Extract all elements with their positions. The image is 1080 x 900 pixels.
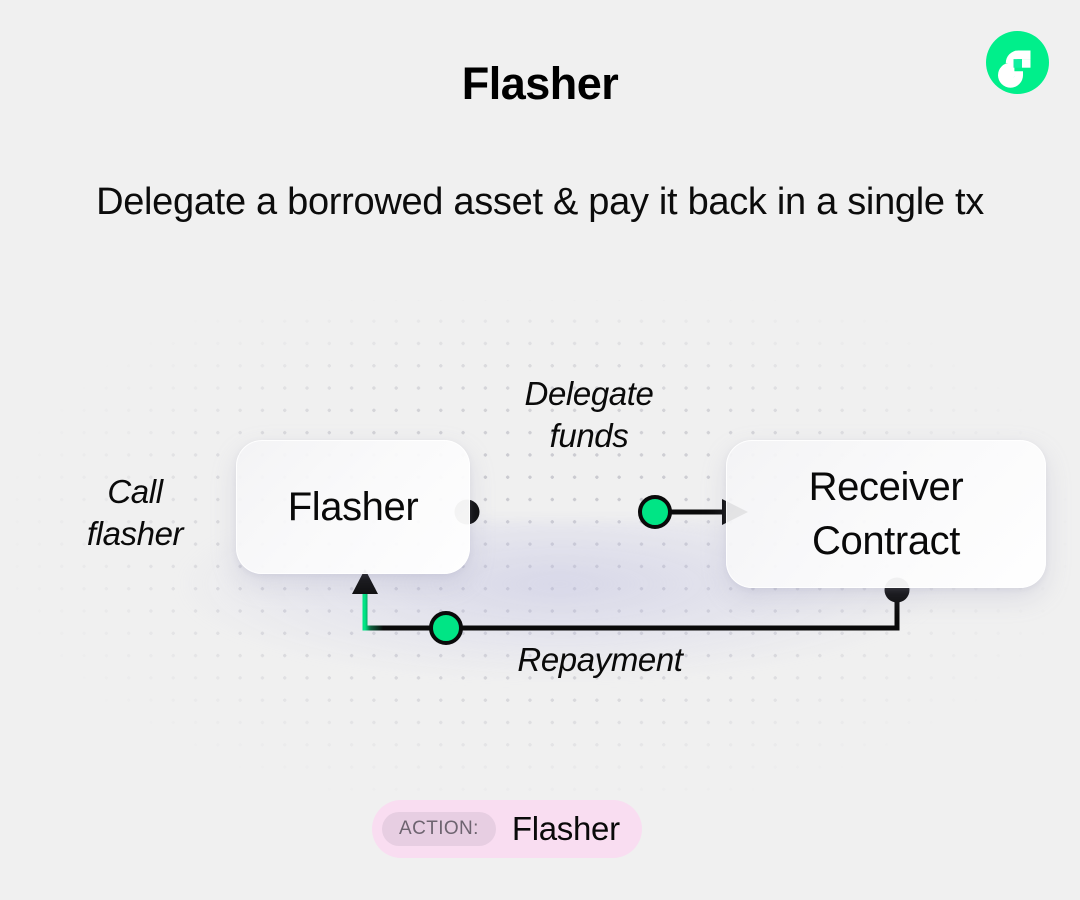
flow-logo — [986, 31, 1049, 94]
action-badge: ACTION: Flasher — [372, 800, 642, 858]
arrowhead-to-flasher — [352, 569, 378, 594]
node-receiver-contract-label: Receiver Contract — [808, 465, 964, 563]
page-title: Flasher — [461, 58, 619, 109]
node-receiver-contract[interactable]: Receiver Contract — [726, 440, 1046, 588]
page-subtitle: Delegate a borrowed asset & pay it back … — [96, 181, 984, 223]
edge-label-repayment: Repayment — [517, 641, 683, 678]
node-flasher[interactable]: Flasher — [236, 440, 470, 574]
action-badge-key: ACTION: — [382, 812, 496, 846]
node-flasher-label: Flasher — [287, 485, 419, 529]
edge-accent-dot-delegate — [638, 495, 672, 529]
edge-label-call-flasher: Call flasher — [86, 473, 184, 552]
flow-logo-mark — [998, 50, 1031, 88]
action-badge-value: Flasher — [511, 810, 620, 847]
edge-accent-dot-repayment — [429, 611, 463, 645]
edge-delegate-funds — [454, 495, 748, 529]
edge-label-delegate-funds: Delegate funds — [524, 375, 654, 454]
